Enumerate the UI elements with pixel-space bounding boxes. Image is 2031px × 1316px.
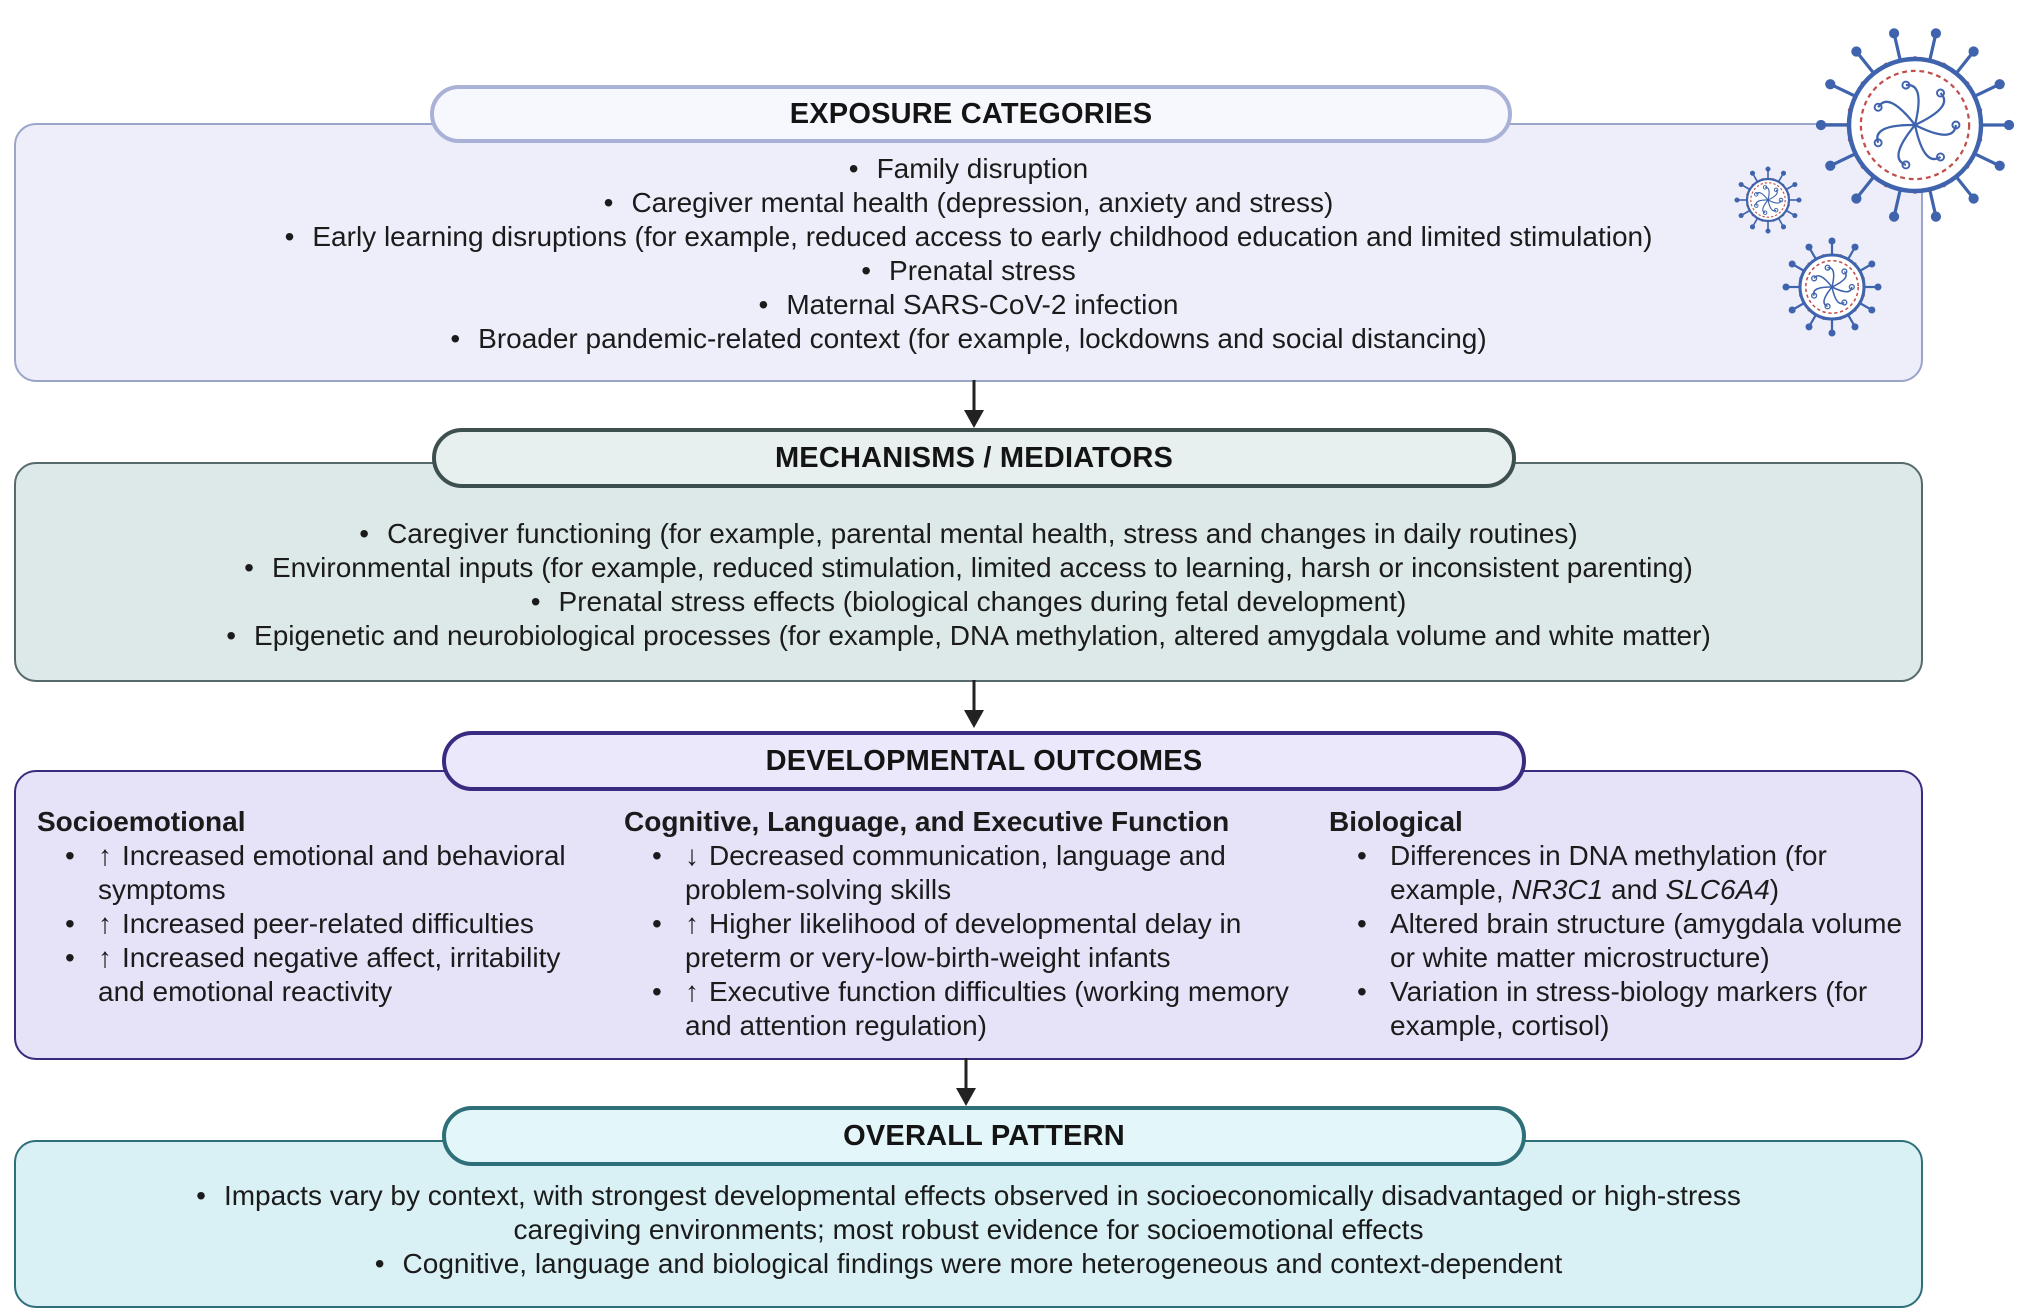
list-item: Epigenetic and neurobiological processes… bbox=[16, 619, 1921, 653]
coronavirus-medium-icon bbox=[1782, 237, 1882, 337]
coronavirus-large-icon bbox=[1815, 28, 2015, 222]
coronavirus-small-icon bbox=[1734, 166, 1802, 234]
outcome-text: Executive function difficulties (working… bbox=[685, 976, 1289, 1041]
up-arrow-icon: ↑ bbox=[98, 942, 112, 973]
up-arrow-icon: ↑ bbox=[98, 840, 112, 871]
list-item: Variation in stress-biology markers (for… bbox=[1329, 975, 1919, 1043]
list-item: ↑ Increased peer-related difficulties bbox=[37, 907, 597, 941]
gene-name: SLC6A4 bbox=[1665, 874, 1770, 905]
outcomes-title: DEVELOPMENTAL OUTCOMES bbox=[442, 731, 1526, 791]
list-item: ↑Higher likelihood of developmental dela… bbox=[624, 907, 1304, 975]
list-item: ↓Decreased communication, language and p… bbox=[624, 839, 1304, 907]
pattern-text: caregiving environments; most robust evi… bbox=[513, 1214, 1424, 1245]
list-item: Maternal SARS-CoV-2 infection bbox=[16, 288, 1921, 322]
list-item: Differences in DNA methylation (for exam… bbox=[1329, 839, 1919, 907]
outcome-text: ) bbox=[1769, 874, 1780, 905]
biological-list: Differences in DNA methylation (for exam… bbox=[1329, 839, 1919, 1043]
list-item: Prenatal stress effects (biological chan… bbox=[16, 585, 1921, 619]
exposure-list: Family disruption Caregiver mental healt… bbox=[16, 152, 1921, 356]
flow-arrow bbox=[964, 380, 984, 428]
flow-arrow bbox=[956, 1058, 976, 1106]
cognitive-column: Cognitive, Language, and Executive Funct… bbox=[624, 805, 1304, 1043]
up-arrow-icon: ↑ bbox=[685, 908, 699, 939]
list-item: ↑Increased negative affect, irritability… bbox=[37, 941, 597, 1009]
exposure-title: EXPOSURE CATEGORIES bbox=[430, 85, 1512, 143]
gene-name: NR3C1 bbox=[1511, 874, 1604, 905]
mechanisms-panel: Caregiver functioning (for example, pare… bbox=[14, 462, 1923, 682]
pattern-text: Impacts vary by context, with strongest … bbox=[223, 1180, 1741, 1211]
list-item: ↑Executive function difficulties (workin… bbox=[624, 975, 1304, 1043]
column-heading: Cognitive, Language, and Executive Funct… bbox=[624, 806, 1230, 837]
list-item: Family disruption bbox=[16, 152, 1921, 186]
outcome-text: Increased negative affect, irritability … bbox=[98, 942, 561, 1007]
list-item: Environmental inputs (for example, reduc… bbox=[16, 551, 1921, 585]
list-item: Broader pandemic-related context (for ex… bbox=[16, 322, 1921, 356]
list-item: Early learning disruptions (for example,… bbox=[16, 220, 1921, 254]
flow-arrow bbox=[964, 680, 984, 728]
down-arrow-icon: ↓ bbox=[685, 840, 699, 871]
outcome-text: Increased emotional and behavioral sympt… bbox=[98, 840, 566, 905]
outcome-text: Higher likelihood of developmental delay… bbox=[685, 908, 1242, 973]
column-heading: Biological bbox=[1329, 806, 1463, 837]
list-item: Prenatal stress bbox=[16, 254, 1921, 288]
outcome-text: and bbox=[1603, 874, 1666, 905]
pattern-title: OVERALL PATTERN bbox=[442, 1106, 1526, 1166]
column-heading: Socioemotional bbox=[37, 806, 246, 837]
cognitive-list: ↓Decreased communication, language and p… bbox=[624, 839, 1304, 1043]
up-arrow-icon: ↑ bbox=[685, 976, 699, 1007]
pattern-panel: Impacts vary by context, with strongest … bbox=[14, 1140, 1923, 1308]
list-item: Caregiver functioning (for example, pare… bbox=[16, 517, 1921, 551]
up-arrow-icon: ↑ bbox=[98, 908, 112, 939]
biological-column: Biological Differences in DNA methylatio… bbox=[1329, 805, 1919, 1043]
coronavirus-illustration bbox=[1734, 28, 2015, 337]
socioemotional-list: ↑Increased emotional and behavioral symp… bbox=[37, 839, 597, 1009]
mechanisms-title: MECHANISMS / MEDIATORS bbox=[432, 428, 1516, 488]
socioemotional-column: Socioemotional ↑Increased emotional and … bbox=[37, 805, 597, 1009]
list-item: Caregiver mental health (depression, anx… bbox=[16, 186, 1921, 220]
outcome-text: Increased peer-related difficulties bbox=[122, 908, 534, 939]
mechanisms-list: Caregiver functioning (for example, pare… bbox=[16, 517, 1921, 653]
outcome-text: Decreased communication, language and pr… bbox=[685, 840, 1226, 905]
exposure-panel: Family disruption Caregiver mental healt… bbox=[14, 123, 1923, 382]
list-item: Cognitive, language and biological findi… bbox=[16, 1247, 1921, 1281]
outcomes-panel: Socioemotional ↑Increased emotional and … bbox=[14, 770, 1923, 1060]
list-item: Altered brain structure (amygdala volume… bbox=[1329, 907, 1919, 975]
list-item: ↑Increased emotional and behavioral symp… bbox=[37, 839, 597, 907]
outcome-text: Differences in DNA methylation (for exam… bbox=[1390, 840, 1827, 905]
pattern-list: Impacts vary by context, with strongest … bbox=[16, 1179, 1921, 1281]
list-item: Impacts vary by context, with strongest … bbox=[16, 1179, 1921, 1247]
